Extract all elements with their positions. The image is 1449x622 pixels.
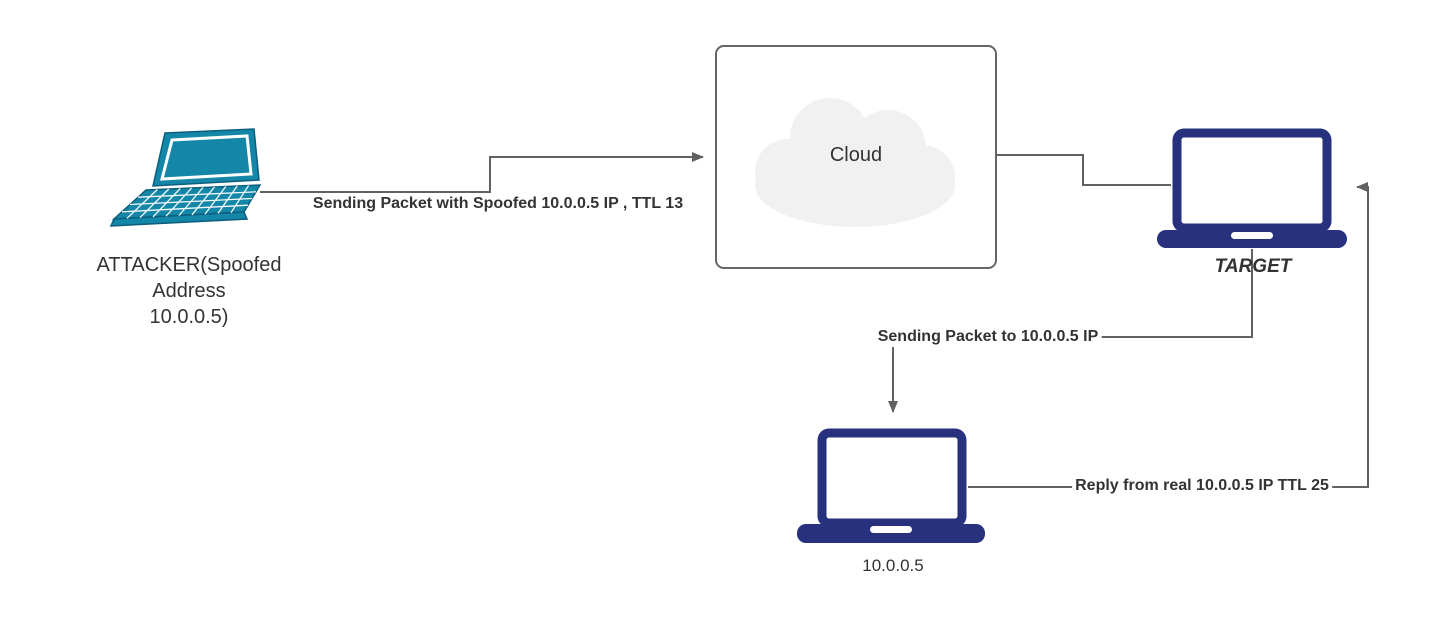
attacker-laptop-icon	[109, 128, 262, 227]
edge-label-spoofed-packet: Sending Packet with Spoofed 10.0.0.5 IP …	[309, 194, 687, 214]
edge-label-reply: Reply from real 10.0.0.5 IP TTL 25	[1072, 476, 1332, 496]
attacker-label-line: ATTACKER(Spoofed	[96, 254, 282, 276]
host-laptop-icon	[797, 428, 985, 543]
edge-cloud-to-target	[997, 154, 1171, 186]
cloud-label: Cloud	[829, 144, 883, 166]
cloud-icon	[755, 98, 955, 227]
host-label: 10.0.0.5	[862, 556, 924, 575]
attacker-label-line: 10.0.0.5)	[149, 306, 229, 328]
attacker-label: ATTACKER(Spoofed Address 10.0.0.5)	[97, 252, 282, 330]
target-label: TARGET	[1214, 256, 1292, 277]
edge-label-packet-to-host: Sending Packet to 10.0.0.5 IP	[874, 327, 1102, 347]
edge-attacker-to-cloud	[260, 152, 704, 193]
attacker-label-line: Address	[152, 280, 226, 302]
target-laptop-icon	[1157, 128, 1347, 248]
